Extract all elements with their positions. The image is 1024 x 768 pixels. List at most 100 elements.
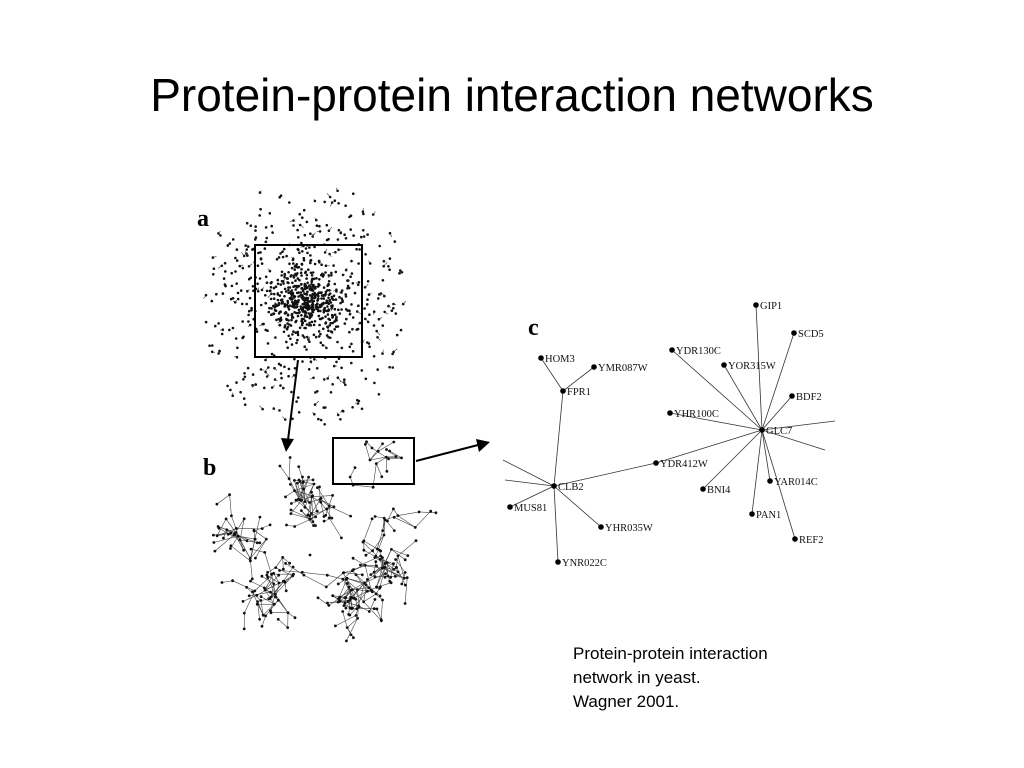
network-edge [339, 589, 353, 602]
network-edge [260, 369, 265, 371]
panel-b-giant-component [212, 440, 438, 643]
network-edge [267, 567, 276, 573]
network-edge [212, 351, 215, 353]
network-node [255, 593, 259, 597]
network-node [322, 327, 325, 331]
network-node [339, 231, 343, 235]
network-node [373, 598, 377, 601]
network-edge [377, 368, 379, 370]
network-edge [372, 534, 385, 551]
network-edge [402, 300, 406, 305]
network-node [392, 562, 395, 566]
network-node [290, 318, 293, 322]
network-node [230, 284, 234, 288]
network-node [330, 295, 334, 299]
network-node [378, 557, 382, 561]
network-node [260, 262, 264, 265]
network-node [297, 465, 301, 468]
gene-label: YOR315W [728, 361, 776, 372]
gene-label: YDR412W [660, 459, 708, 470]
gene-node [551, 483, 557, 489]
network-node [375, 585, 378, 589]
network-edge [328, 598, 339, 606]
network-node [302, 259, 306, 262]
network-node [348, 598, 352, 602]
network-node [296, 314, 300, 318]
network-node [282, 247, 286, 251]
network-edge [239, 264, 244, 267]
gene-label: SCD5 [798, 329, 824, 340]
network-node [336, 325, 340, 328]
network-node [371, 485, 375, 489]
network-node [388, 231, 392, 235]
network-edge [723, 364, 763, 431]
network-edge [382, 349, 384, 354]
network-node [389, 576, 392, 579]
network-node [338, 295, 341, 299]
network-node [309, 286, 312, 289]
network-edge [311, 495, 333, 498]
network-node [343, 601, 347, 605]
network-edge [267, 293, 272, 298]
network-node [363, 307, 366, 310]
network-node [371, 549, 374, 553]
network-node [282, 282, 285, 285]
network-node [269, 590, 272, 594]
network-edge [357, 322, 361, 325]
network-node [297, 478, 301, 482]
network-node [268, 289, 272, 293]
network-node [354, 614, 358, 617]
network-node [306, 308, 310, 311]
network-node [300, 570, 304, 574]
arrow-b-to-c-head [476, 439, 490, 452]
network-node [250, 577, 254, 581]
network-edge [355, 574, 368, 592]
network-edge [212, 255, 217, 258]
network-node [248, 557, 252, 560]
network-edge [259, 323, 263, 327]
network-node [258, 515, 262, 519]
network-node [388, 257, 392, 260]
network-node [281, 567, 285, 571]
network-edge [275, 567, 293, 577]
network-edge [393, 303, 397, 306]
network-node [379, 554, 383, 558]
network-node [286, 611, 290, 615]
network-node [217, 322, 220, 325]
network-node [324, 406, 327, 409]
network-node [299, 305, 303, 308]
network-node [293, 301, 296, 305]
network-node [381, 442, 384, 446]
network-node [360, 235, 363, 239]
network-node [231, 297, 235, 300]
network-node [366, 280, 370, 283]
network-node [341, 610, 345, 613]
network-node [365, 440, 368, 444]
network-node [208, 344, 211, 348]
network-node [388, 365, 391, 369]
network-node [340, 346, 344, 350]
gene-node [789, 393, 795, 399]
network-node [239, 289, 243, 292]
network-node [278, 569, 281, 572]
network-node [277, 303, 281, 307]
network-node [377, 297, 380, 300]
network-node [290, 390, 293, 394]
network-node [317, 417, 320, 421]
network-edge [364, 573, 386, 584]
network-node [374, 462, 378, 465]
network-edge [387, 508, 394, 522]
network-edge [238, 535, 244, 551]
network-edge [338, 290, 343, 293]
network-node [223, 283, 227, 286]
network-node [344, 237, 348, 240]
network-node [309, 232, 312, 235]
network-node [292, 572, 295, 576]
network-node [284, 290, 288, 293]
network-node [385, 561, 389, 564]
network-edge [562, 366, 595, 392]
network-node [220, 332, 224, 336]
network-node [242, 627, 246, 631]
network-node [234, 531, 238, 534]
